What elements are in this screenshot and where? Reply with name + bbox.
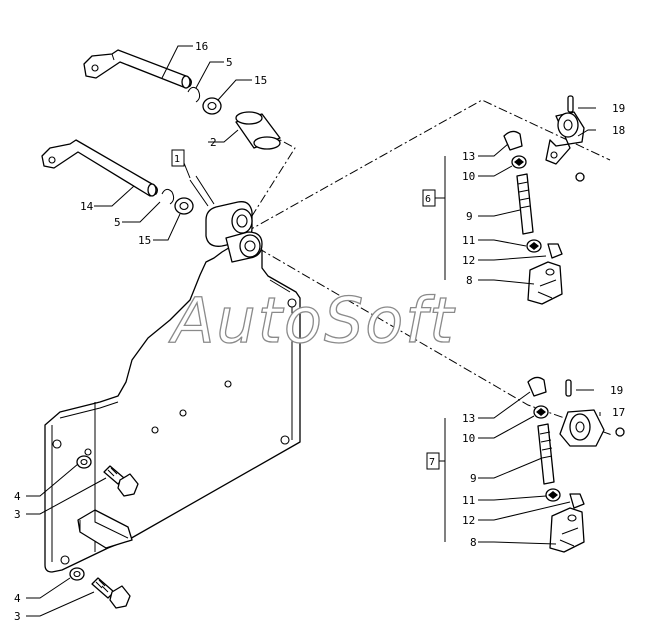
callout-19-upper: 19	[612, 102, 625, 115]
upper-rod-assembly	[503, 95, 585, 305]
callout-19-lower: 19	[610, 384, 623, 397]
lever-shaft-16	[83, 49, 192, 89]
lever-shaft-14	[41, 139, 158, 197]
bushing-2	[235, 111, 281, 150]
callout-11-upper: 11	[462, 234, 475, 247]
callout-14: 14	[80, 200, 94, 213]
callout-7: 7	[429, 457, 435, 468]
callout-10-upper: 10	[462, 170, 475, 183]
callout-10-lower: 10	[462, 432, 475, 445]
callout-11-lower: 11	[462, 494, 475, 507]
callout-5-top: 5	[226, 56, 233, 69]
callout-6: 6	[425, 194, 431, 205]
callout-4-upper: 4	[14, 490, 21, 503]
callout-4-lower: 4	[14, 592, 21, 605]
callout-9-lower: 9	[470, 472, 477, 485]
pivot-tubes	[189, 175, 263, 263]
callout-18: 18	[612, 124, 625, 137]
callout-12-lower: 12	[462, 514, 475, 527]
mounting-plate	[44, 245, 301, 573]
callout-3-upper: 3	[14, 508, 21, 521]
callout-16: 16	[195, 40, 208, 53]
callout-15-mid: 15	[138, 234, 151, 247]
callout-13-lower: 13	[462, 412, 475, 425]
callout-12-upper: 12	[462, 254, 475, 267]
callout-8-lower: 8	[470, 536, 477, 549]
callout-15-top: 15	[254, 74, 267, 87]
callout-1: 1	[174, 154, 180, 165]
lower-rod-assembly	[527, 376, 625, 553]
callout-labels: 16 5 15 2 1 14 5 15 19 18 13 10 6 9 11 1…	[14, 40, 625, 623]
watermark: AutoSoft	[168, 284, 456, 357]
callout-9-upper: 9	[466, 210, 473, 223]
callout-2: 2	[210, 136, 217, 149]
callout-13-upper: 13	[462, 150, 475, 163]
leader-lines	[26, 45, 601, 617]
bolts-and-washers	[69, 455, 139, 609]
callout-17: 17	[612, 406, 625, 419]
callout-5-mid: 5	[114, 216, 121, 229]
clips-and-washers	[161, 86, 222, 215]
callout-3-lower: 3	[14, 610, 21, 623]
callout-8-upper: 8	[466, 274, 473, 287]
group-label-boxes	[171, 149, 440, 470]
